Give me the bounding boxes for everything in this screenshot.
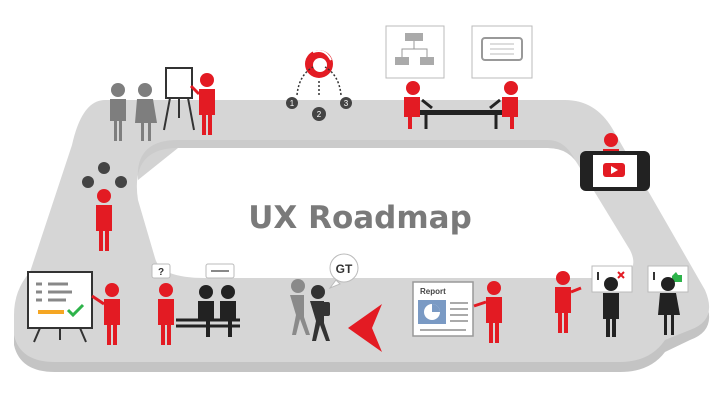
question-mark-glyph: ? [158,267,164,278]
roadmap-title: UX Roadmap [248,200,472,236]
presentation-easel-icon [163,67,195,131]
stage-results-presentation [27,271,120,345]
designer-red-icon [502,81,518,129]
idea-number-1: 1 [290,99,295,108]
presenter-red-icon [91,283,120,345]
interviewer-red-icon [158,283,174,345]
report-heading: Report [420,287,446,296]
user-seated-icon [198,285,214,337]
report-document-icon: Report [412,281,474,337]
user-dark-female-icon [658,277,680,335]
lightbulb-icon: 1 2 3 [286,97,352,121]
stage-wireframing [385,25,533,129]
presentation-easel-icon [27,271,93,343]
sitemap-icon [385,25,445,79]
presenter-red-icon [555,271,582,333]
target-logo-icon [305,50,333,78]
user-seated-icon [220,285,236,337]
idea-number-3: 3 [344,99,349,108]
stage-video-prototype [580,133,650,191]
idea-number-2: 2 [317,110,322,119]
user-dark-icon [603,277,619,337]
lightbulb-icon [82,162,127,188]
chevron-arrow-icon [348,304,382,352]
person-gray-icon [110,83,126,141]
stage-user-journey: GT [290,253,359,341]
stage-ideation [82,162,127,251]
thinker-red-icon [96,189,112,251]
stage-feedback [555,265,689,337]
hiker-gray-icon [290,279,310,335]
hiker-dark-icon [310,285,330,341]
speech-bubble-icon: GT [328,253,359,290]
stage-ideas-to-goal: 1 2 3 [286,50,352,121]
stage-user-interview: ? [151,263,240,345]
video-phone-icon [580,151,650,191]
person-gray-female-icon [135,83,157,141]
designer-red-icon [404,81,420,129]
roadmap-track [14,100,710,372]
stage-report: Report [412,281,502,343]
mobile-wireframe-icon [471,25,533,79]
stage-presentation-to-stakeholders [110,67,215,141]
gt-glyph: GT [336,262,353,276]
analyst-red-icon [473,281,502,343]
presenter-red-icon [189,73,215,135]
